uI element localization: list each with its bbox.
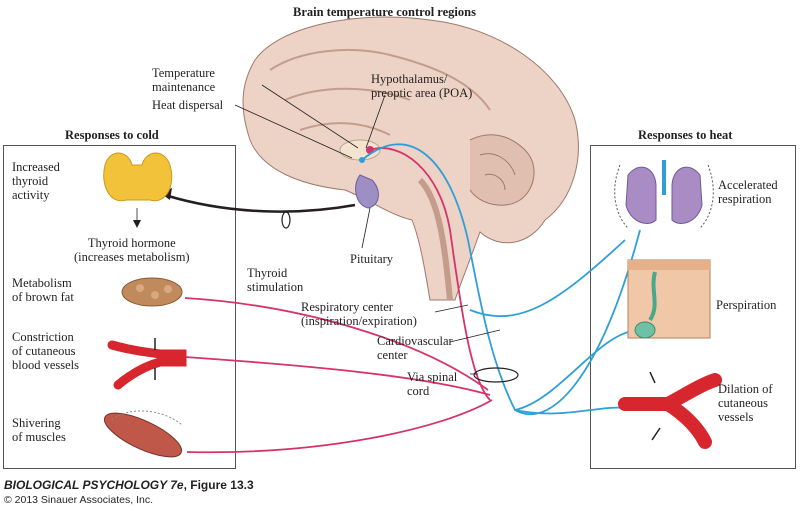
label-heat-dispersal: Heat dispersal: [152, 98, 224, 112]
figure-caption: BIOLOGICAL PSYCHOLOGY 7e, Figure 13.3: [4, 478, 254, 492]
label-brown-fat: Metabolism of brown fat: [12, 276, 74, 304]
skin-sweat-gland-icon: [627, 259, 711, 339]
label-pituitary: Pituitary: [350, 252, 394, 266]
label-constriction: Constriction of cutaneous blood vessels: [12, 330, 80, 372]
muscle-icon: [103, 410, 183, 458]
label-perspiration: Perspiration: [716, 298, 777, 312]
label-dilation: Dilation of cutaneous vessels: [718, 382, 773, 424]
cold-panel-title: Responses to cold: [65, 128, 159, 142]
heat-panel-title: Responses to heat: [638, 128, 733, 142]
lungs-icon: [614, 160, 714, 229]
label-via-spinal-cord: Via spinal cord: [407, 370, 458, 398]
dilated-vessel-icon: [618, 371, 722, 449]
figure-number: , Figure 13.3: [183, 478, 254, 492]
copyright: © 2013 Sinauer Associates, Inc.: [4, 494, 153, 506]
label-increased-thyroid: Increased thyroid activity: [12, 160, 60, 202]
thyroid-gland-icon: [103, 152, 173, 202]
label-cardiovascular-center: Cardiovascular center: [377, 334, 453, 362]
label-accelerated-respiration: Accelerated respiration: [718, 178, 778, 206]
brown-fat-icon: [121, 277, 183, 307]
label-shivering: Shivering of muscles: [12, 416, 66, 444]
label-respiratory-center: Respiratory center (inspiration/expirati…: [301, 300, 417, 328]
label-thyroid-stimulation: Thyroid stimulation: [247, 266, 304, 294]
label-hypothalamus: Hypothalamus/ preoptic area (POA): [371, 72, 473, 100]
leader-lines: [136, 84, 501, 375]
label-thyroid-hormone: Thyroid hormone (increases metabolism): [74, 236, 190, 264]
constricted-vessel-icon: [107, 338, 187, 390]
book-title: BIOLOGICAL PSYCHOLOGY 7e: [4, 478, 184, 492]
label-temperature-maintenance: Temperature maintenance: [152, 66, 216, 94]
cold-pathways: [184, 147, 493, 454]
thyroid-stimulation-arrow: [164, 193, 356, 213]
heat-pathways: [361, 143, 641, 416]
diagram-title: Brain temperature control regions: [293, 5, 476, 19]
